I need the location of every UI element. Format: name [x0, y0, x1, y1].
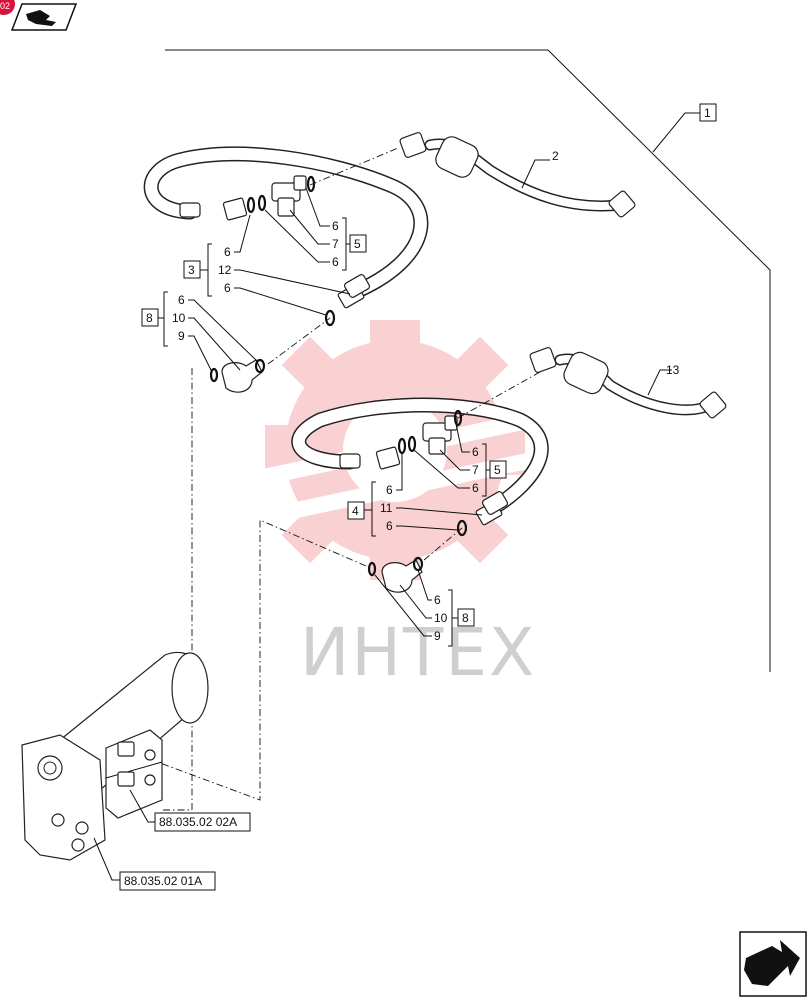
- page-badge: 02: [0, 1, 10, 11]
- label-6: 6: [434, 593, 441, 607]
- label-6: 6: [386, 519, 393, 533]
- next-page-arrow-icon: [744, 940, 800, 986]
- label-9: 9: [434, 629, 441, 643]
- upper-callout-group-3: 3 6 12 6: [183, 214, 351, 316]
- next-page-arrow-icon: [26, 10, 56, 26]
- lower-callout-group-4: 4 6 11 6: [347, 452, 483, 537]
- label-6: 6: [332, 255, 339, 269]
- label-6: 6: [224, 245, 231, 259]
- centerline-upper-elbow: [267, 317, 331, 365]
- centerline-lower: [457, 371, 541, 419]
- reference-link-01a[interactable]: 88.035.02 01A: [93, 837, 216, 891]
- bottom-page-icon[interactable]: [739, 931, 807, 997]
- reference-01a-label: 88.035.02 01A: [124, 874, 202, 888]
- label-6: 6: [332, 219, 339, 233]
- label-12: 12: [218, 263, 232, 277]
- upper-elbow-fitting: [209, 309, 336, 393]
- centerline-lower-down: [151, 519, 367, 801]
- callout-3: 3: [188, 263, 195, 277]
- callout-2: 2: [552, 149, 559, 163]
- callout-5: 5: [494, 463, 501, 477]
- lower-hose-assembly: [291, 397, 549, 526]
- upper-callout-group-5: 6 7 6 5: [264, 187, 367, 271]
- centerline-upper-down: [160, 368, 193, 811]
- label-10: 10: [172, 311, 186, 325]
- label-6: 6: [386, 483, 393, 497]
- callout-13: 13: [666, 363, 680, 377]
- centerline-upper: [309, 147, 399, 186]
- label-6: 6: [224, 281, 231, 295]
- label-6: 6: [178, 293, 185, 307]
- upper-callout-group-8: 8 6 10 9: [141, 291, 259, 373]
- label-6: 6: [472, 481, 479, 495]
- assembly-frame-line: [165, 49, 771, 672]
- reference-02a-label: 88.035.02 02A: [159, 815, 237, 829]
- upper-hose-assembly: [143, 146, 429, 309]
- label-6: 6: [472, 445, 479, 459]
- callout-line-1: [652, 112, 700, 153]
- label-7: 7: [332, 237, 339, 251]
- label-7: 7: [472, 463, 479, 477]
- top-page-icon[interactable]: 02: [0, 0, 78, 31]
- hose-13: [529, 347, 727, 419]
- lower-callout-group-8: 6 10 9 8: [374, 569, 475, 647]
- reference-link-02a[interactable]: 88.035.02 02A: [129, 789, 251, 832]
- watermark-text: ИНТЕХ: [300, 614, 536, 691]
- callout-line-13: [647, 369, 672, 396]
- callout-line-2: [521, 159, 550, 189]
- callout-5: 5: [354, 237, 361, 251]
- hose-2: [399, 132, 636, 218]
- upper-tee-fitting: [246, 175, 316, 217]
- callout-4: 4: [352, 504, 359, 518]
- valve-block: [105, 729, 163, 819]
- lower-tee-fitting: [397, 409, 463, 455]
- label-9: 9: [178, 329, 185, 343]
- hydraulic-cylinder: [21, 651, 209, 861]
- callout-1: 1: [704, 106, 711, 120]
- callout-8: 8: [462, 611, 469, 625]
- label-10: 10: [434, 611, 448, 625]
- lower-callout-group-5: 6 7 6 5: [413, 423, 507, 497]
- label-11: 11: [380, 501, 393, 515]
- callout-8: 8: [146, 311, 153, 325]
- centerline-lower-elbow: [423, 527, 463, 561]
